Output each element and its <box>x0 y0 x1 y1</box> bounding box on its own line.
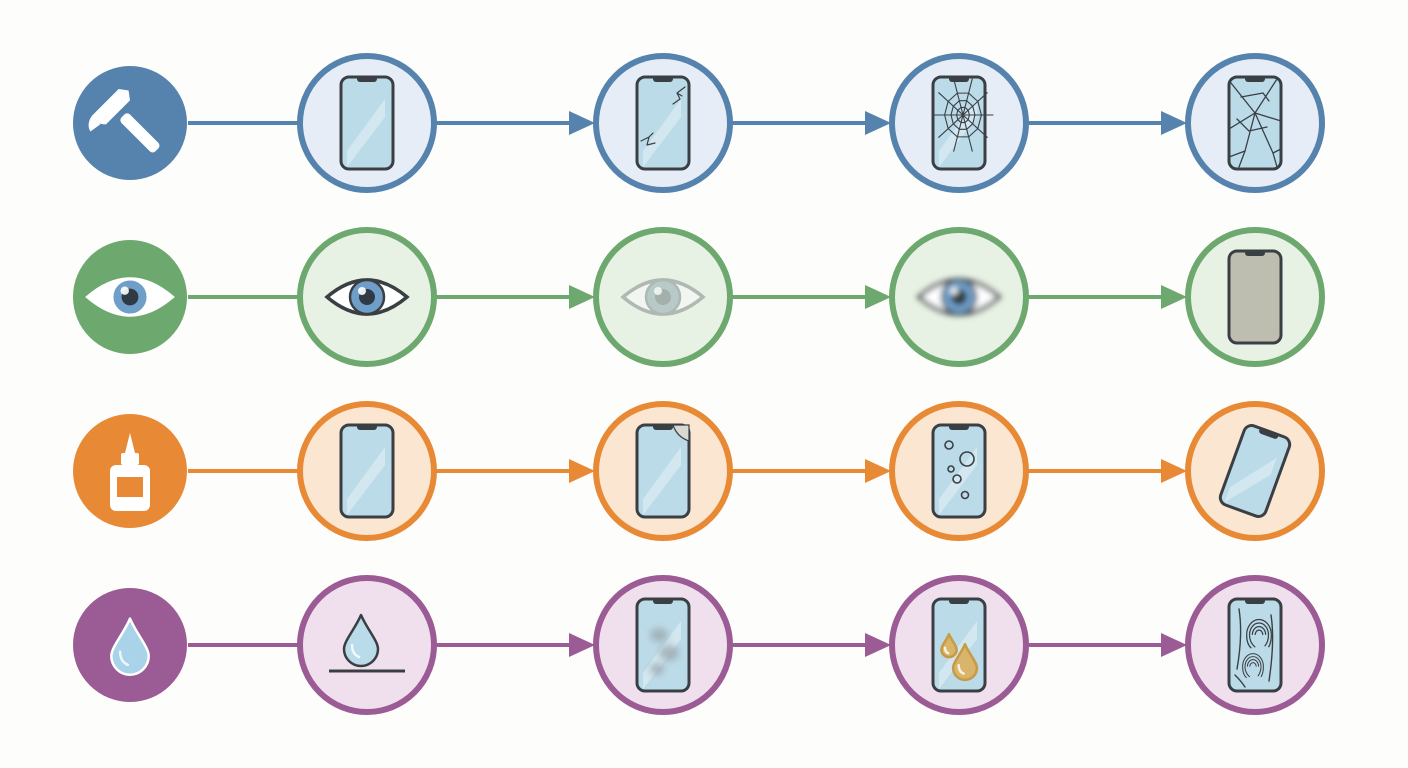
phone-oil-drop-icon <box>931 597 987 693</box>
stage-4 <box>889 575 1029 715</box>
phone-fingerprints-icon <box>1227 597 1283 693</box>
arrow-right-icon <box>435 633 595 657</box>
row-adhesive <box>73 401 1325 541</box>
stage-3 <box>593 53 733 193</box>
stage-2 <box>297 53 437 193</box>
stage-2 <box>297 227 437 367</box>
arrow-right-icon <box>435 285 595 309</box>
stage-1 <box>73 414 187 528</box>
phone-intact-icon <box>339 423 395 519</box>
stage-1 <box>73 588 187 702</box>
arrow-right-icon <box>435 459 595 483</box>
water-drop-icon <box>110 617 150 676</box>
drop-beading-on-surface-icon <box>329 613 405 673</box>
arrow-right-icon <box>731 633 891 657</box>
stage-4 <box>889 401 1029 541</box>
phone-opaque-screen-icon <box>1227 249 1283 345</box>
phone-spiderweb-crack-icon <box>931 75 994 171</box>
eye-faded-icon <box>620 278 706 316</box>
stage-3 <box>593 401 733 541</box>
stage-2 <box>297 575 437 715</box>
phone-smudges-icon <box>635 597 691 693</box>
stage-5 <box>1185 401 1325 541</box>
stage-2 <box>297 401 437 541</box>
arrow-right-icon <box>731 459 891 483</box>
stage-5 <box>1185 575 1325 715</box>
row-oleophobic <box>73 575 1325 715</box>
protector-detached-icon <box>1218 424 1292 518</box>
arrow-right-icon <box>1027 459 1187 483</box>
row-clarity <box>73 227 1325 367</box>
stage-5 <box>1185 53 1325 193</box>
eye-blurred-icon <box>916 278 1002 316</box>
stage-1 <box>73 66 187 180</box>
phone-intact-icon <box>339 75 395 171</box>
stage-5 <box>1185 227 1325 367</box>
arrow-right-icon <box>1027 111 1187 135</box>
arrow-right-icon <box>1027 285 1187 309</box>
stage-4 <box>889 227 1029 367</box>
stage-1 <box>73 240 187 354</box>
hammer-icon <box>88 89 160 153</box>
row-impact <box>73 53 1325 193</box>
stage-3 <box>593 575 733 715</box>
phone-minor-crack-icon <box>635 75 691 171</box>
eye-icon <box>85 277 175 317</box>
phone-bubbles-icon <box>931 423 987 519</box>
arrow-right-icon <box>731 285 891 309</box>
phone-peeling-corner-icon <box>635 423 691 519</box>
stage-3 <box>593 227 733 367</box>
stage-4 <box>889 53 1029 193</box>
arrow-right-icon <box>1027 633 1187 657</box>
glue-bottle-icon <box>110 433 150 511</box>
arrow-right-icon <box>731 111 891 135</box>
arrow-right-icon <box>435 111 595 135</box>
phone-shattered-icon <box>1227 75 1283 171</box>
eye-clear-icon <box>324 278 410 316</box>
